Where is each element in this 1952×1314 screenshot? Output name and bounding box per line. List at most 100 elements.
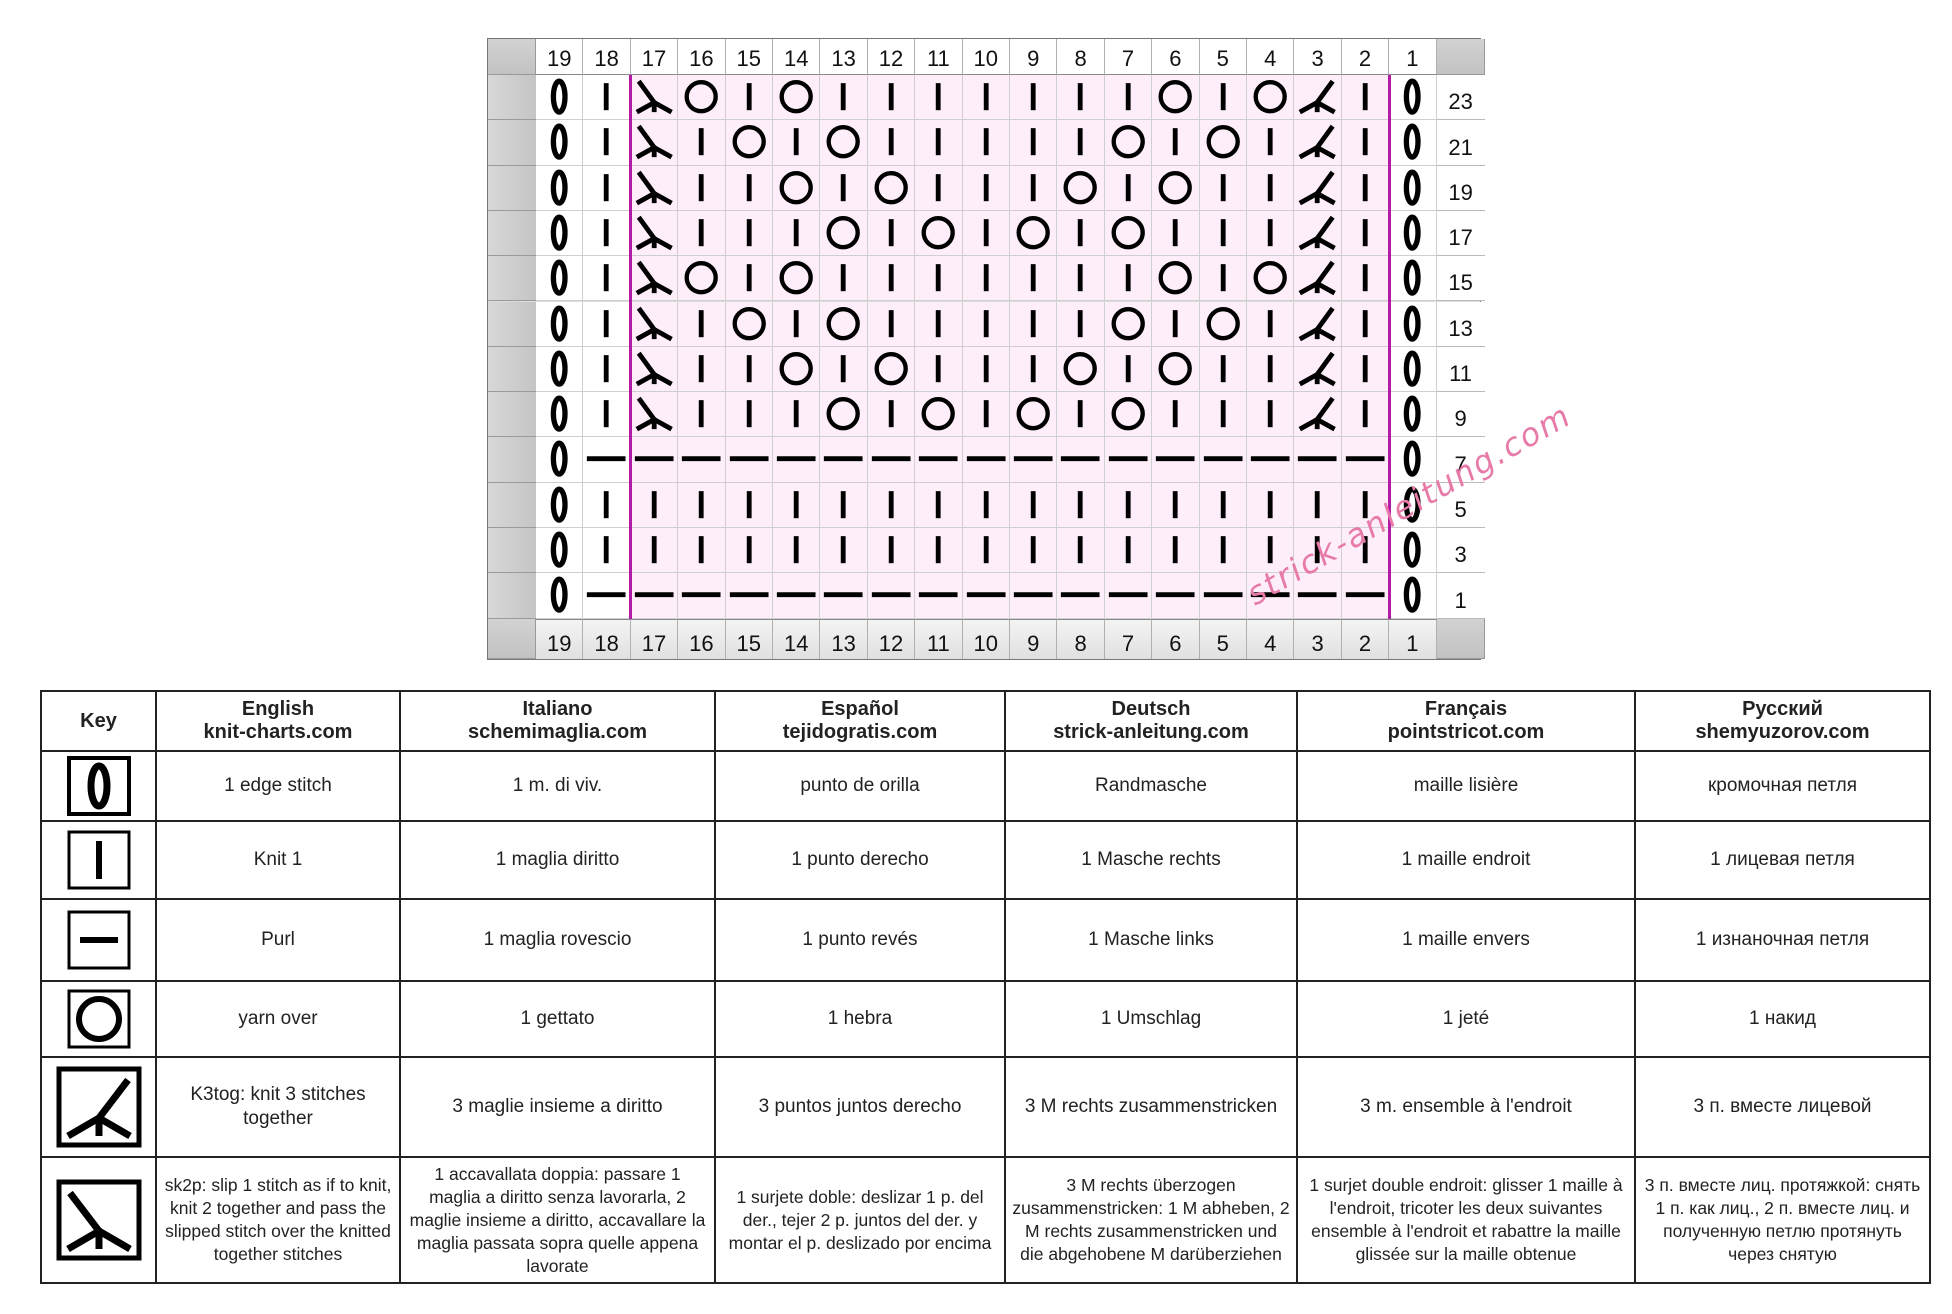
column-number-bottom: 7 [1104, 618, 1153, 659]
chart-stitch-knit [867, 210, 916, 257]
knit-symbol-icon [1362, 490, 1368, 518]
knit-symbol-icon [935, 309, 941, 337]
knit-symbol-icon [983, 128, 989, 156]
chart-stitch-knit [1247, 301, 1295, 347]
chart-stitch-knit [583, 301, 631, 347]
purl-symbol-icon [824, 592, 863, 598]
knit-symbol-icon [1220, 490, 1226, 518]
chart-stitch-knit [583, 528, 631, 574]
chart-stitch-knit [583, 346, 631, 393]
column-number-top: 3 [1294, 39, 1342, 75]
knit-symbol-icon [1220, 219, 1226, 247]
yarn-over-symbol-icon [1111, 397, 1145, 431]
knit-symbol-icon [1125, 173, 1131, 201]
purl-symbol-icon [1203, 592, 1243, 598]
knit-symbol-icon [1078, 536, 1084, 564]
column-number-top: 7 [1104, 39, 1153, 75]
purl-symbol-icon [1108, 456, 1148, 462]
chart-stitch-purl [1199, 573, 1247, 619]
chart-stitch-yarn-over [1152, 346, 1200, 393]
yarn-over-symbol-icon [1063, 351, 1098, 386]
chart-stitch-knit [820, 346, 868, 393]
chart-stitch-knit [1341, 75, 1390, 121]
knit-symbol-icon [983, 536, 989, 564]
knit-symbol-icon [983, 490, 989, 518]
column-number-top: 19 [536, 39, 584, 75]
chart-stitch-knit [915, 528, 963, 574]
knit-symbol-icon [746, 400, 752, 428]
sk2p-symbol-icon [635, 79, 673, 115]
knit-symbol-icon [1030, 536, 1036, 564]
knit-symbol-icon [1220, 354, 1226, 382]
knit-symbol-icon [1172, 536, 1178, 564]
chart-stitch-knit [773, 301, 821, 347]
chart-stitch-knit [1341, 392, 1390, 438]
chart-stitch-knit [678, 482, 726, 528]
chart-stitch-knit [1010, 301, 1058, 347]
yarn-over-symbol-icon [40, 980, 157, 1058]
column-number-top: 8 [1057, 39, 1105, 75]
knit-symbol-icon [1172, 309, 1178, 337]
chart-stitch-yarn-over [1152, 75, 1200, 121]
chart-stitch-yarn-over [1152, 256, 1200, 302]
chart-stitch-knit [820, 482, 868, 528]
chart-stitch-edge-stitch [536, 482, 584, 528]
chart-stitch-knit [1057, 392, 1105, 438]
chart-stitch-knit [1104, 482, 1153, 528]
yarn-over-symbol-icon [779, 170, 813, 204]
knit-symbol-icon [1220, 83, 1226, 111]
knit-symbol-icon [1172, 219, 1178, 247]
knit-symbol-icon [888, 309, 894, 337]
purl-symbol-icon [824, 456, 863, 462]
chart-stitch-k3tog [1294, 256, 1342, 302]
chart-stitch-purl [1104, 573, 1153, 619]
knit-symbol-icon [841, 490, 847, 518]
column-number-bottom: 8 [1057, 618, 1105, 659]
knit-symbol-icon [1078, 309, 1084, 337]
knit-symbol-icon [651, 536, 657, 564]
chart-stitch-knit [867, 301, 916, 347]
chart-stitch-knit [1341, 120, 1390, 166]
chart-stitch-knit [773, 482, 821, 528]
column-number-bottom: 14 [773, 618, 821, 659]
yarn-over-symbol-icon [779, 351, 813, 386]
knit-symbol-icon [793, 490, 799, 518]
chart-stitch-knit [583, 392, 631, 438]
knit-symbol-icon [983, 219, 989, 247]
chart-stitch-yarn-over [1247, 75, 1295, 121]
column-number-bottom: 16 [678, 618, 726, 659]
chart-stitch-knit [1341, 482, 1390, 528]
chart-stitch-knit [1057, 528, 1105, 574]
chart-stitch-knit [678, 392, 726, 438]
chart-row-margin [488, 301, 536, 347]
chart-stitch-edge-stitch [1389, 437, 1437, 483]
chart-stitch-knit [1341, 256, 1390, 302]
purl-symbol-icon [634, 456, 674, 462]
k3tog-symbol-icon [1299, 396, 1337, 432]
edge-stitch-symbol-icon [550, 350, 568, 387]
yarn-over-symbol-icon [1206, 125, 1240, 159]
knit-symbol-icon [888, 536, 894, 564]
purl-symbol-icon [1061, 592, 1100, 598]
chart-stitch-knit [1010, 346, 1058, 393]
chart-stitch-yarn-over [1104, 392, 1153, 438]
chart-stitch-k3tog [1294, 75, 1342, 121]
chart-stitch-yarn-over [820, 301, 868, 347]
chart-stitch-edge-stitch [1389, 482, 1437, 528]
chart-stitch-yarn-over [1057, 165, 1105, 211]
knit-symbol-icon [1220, 536, 1226, 564]
knit-symbol-icon [698, 490, 704, 518]
column-number-bottom: 3 [1294, 618, 1342, 659]
chart-stitch-knit [678, 346, 726, 393]
column-number-bottom: 12 [867, 618, 916, 659]
edge-stitch-symbol-icon [550, 123, 568, 161]
chart-stitch-purl [820, 437, 868, 483]
purl-symbol-icon [634, 592, 674, 598]
chart-stitch-knit [1294, 482, 1342, 528]
column-number-top: 11 [915, 39, 963, 75]
purl-symbol-icon [1156, 592, 1195, 598]
chart-stitch-knit [583, 120, 631, 166]
row-number-label: 11 [1436, 346, 1485, 393]
